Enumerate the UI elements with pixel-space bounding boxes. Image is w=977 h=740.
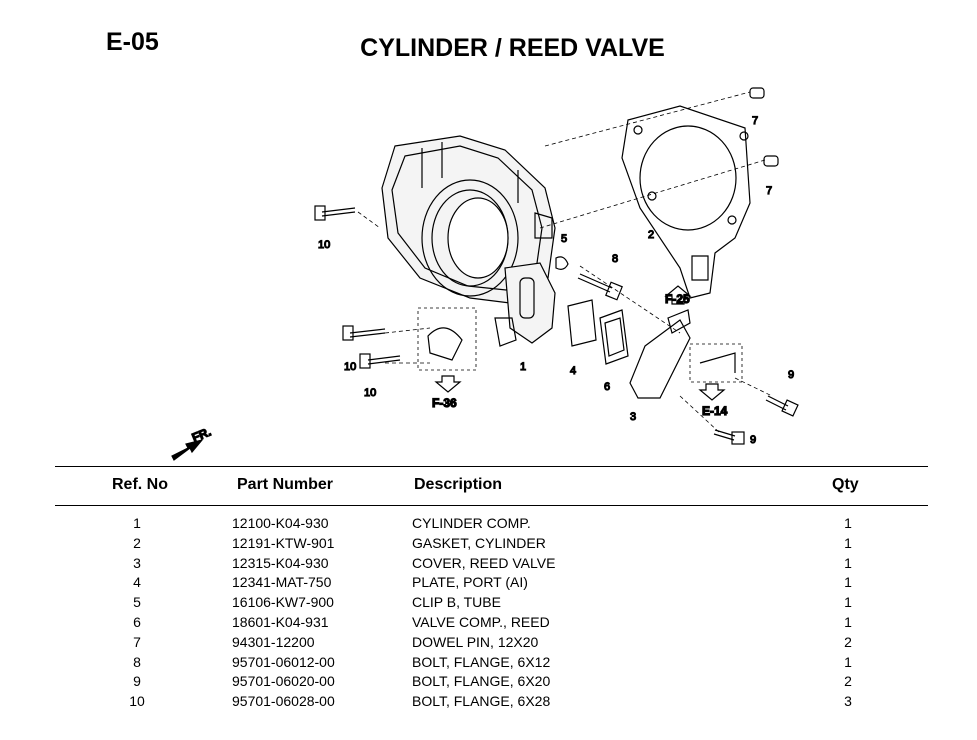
table-row: 2 12191-KTW-901 GASKET, CYLINDER 1 [0,535,977,555]
reed-valve-drawing [599,309,629,365]
callout-5: 5 [561,233,567,245]
page-title: CYLINDER / REED VALVE [360,34,665,62]
callout-3: 3 [630,411,636,423]
ref-f36: F-36 [432,396,457,410]
section-code: E-05 [106,28,159,56]
table-row: 5 16106-KW7-900 CLIP B, TUBE 1 [0,594,977,614]
cell-qty: 1 [844,594,852,611]
cell-ref: 4 [133,574,141,591]
cell-ref: 7 [133,633,141,650]
cell-ref: 5 [133,594,141,611]
callout-8: 8 [612,253,618,265]
cell-ref: 10 [129,693,145,710]
callout-1: 1 [520,361,526,373]
table-row: 10 95701-06028-00 BOLT, FLANGE, 6X28 3 [0,693,977,713]
cell-description: CYLINDER COMP. [412,515,531,531]
table-row: 4 12341-MAT-750 PLATE, PORT (AI) 1 [0,574,977,594]
table-row: 3 12315-K04-930 COVER, REED VALVE 1 [0,555,977,575]
cell-part-number: 94301-12200 [232,633,315,650]
cell-qty: 2 [844,673,852,690]
cell-part-number: 95701-06012-00 [232,653,335,670]
dowel-pins-drawing [749,87,779,167]
cell-description: COVER, REED VALVE [412,554,556,571]
bolt-drawings [314,205,799,445]
cell-ref: 6 [133,613,141,630]
callout-10-middle: 10 [344,361,356,373]
table-row: 8 95701-06012-00 BOLT, FLANGE, 6X12 1 [0,654,977,674]
exploded-parts-diagram: 10 5 8 1 4 6 3 2 7 7 9 9 10 10 F-25 F-36… [160,78,810,463]
callout-10-lower: 10 [364,387,376,399]
cell-description: PLATE, PORT (AI) [412,574,528,591]
col-header-qty: Qty [832,476,859,493]
front-direction-arrow [171,438,204,461]
table-row: 6 18601-K04-931 VALVE COMP., REED 1 [0,614,977,634]
cell-description: GASKET, CYLINDER [412,534,546,551]
cell-description: BOLT, FLANGE, 6X12 [412,653,551,670]
col-header-part-number: Part Number [237,476,334,493]
callout-7-upper: 7 [752,115,758,127]
table-row: 9 95701-06020-00 BOLT, FLANGE, 6X20 2 [0,673,977,693]
table-top-rule [55,466,928,467]
cell-ref: 9 [133,673,141,690]
callout-2: 2 [648,229,654,241]
callout-4: 4 [570,365,576,377]
ref-f25: F-25 [665,292,690,306]
cell-qty: 2 [844,633,852,650]
callout-9-right: 9 [788,369,794,381]
callout-6: 6 [604,381,610,393]
cell-qty: 1 [844,534,852,551]
callout-9-bottom: 9 [750,434,756,446]
table-row: 1 12100-K04-930 CYLINDER COMP. 1 [0,515,977,535]
cell-part-number: 18601-K04-931 [232,613,329,630]
cell-qty: 1 [844,574,852,591]
port-plate-drawing [567,299,597,347]
cell-part-number: 12100-K04-930 [232,515,329,531]
parts-table-body: 1 12100-K04-930 CYLINDER COMP. 1 2 12191… [0,515,977,713]
cell-description: DOWEL PIN, 12X20 [412,633,539,650]
cell-part-number: 12341-MAT-750 [232,574,332,591]
cell-part-number: 12191-KTW-901 [232,534,335,551]
col-header-description: Description [414,476,503,493]
cell-part-number: 12315-K04-930 [232,554,329,571]
cell-qty: 1 [844,653,852,670]
cell-description: BOLT, FLANGE, 6X28 [412,693,551,710]
clip-drawing [555,256,569,270]
cell-qty: 1 [844,515,852,531]
cell-qty: 3 [844,693,852,710]
cell-ref: 2 [133,534,141,551]
cell-description: CLIP B, TUBE [412,594,501,611]
cell-ref: 3 [133,554,141,571]
cell-description: BOLT, FLANGE, 6X20 [412,673,551,690]
cell-ref: 8 [133,653,141,670]
cylinder-drawing [381,135,556,347]
callout-7-lower: 7 [766,185,772,197]
cell-qty: 1 [844,613,852,630]
table-row: 7 94301-12200 DOWEL PIN, 12X20 2 [0,634,977,654]
table-header-rule [55,505,928,506]
cell-part-number: 95701-06020-00 [232,673,335,690]
front-direction-label: FR. [190,425,213,445]
cell-qty: 1 [844,554,852,571]
cell-part-number: 16106-KW7-900 [232,594,334,611]
ref-e14: E-14 [702,404,728,418]
cell-part-number: 95701-06028-00 [232,693,335,710]
reed-cover-drawing [629,319,691,399]
callout-10: 10 [318,239,330,251]
cell-description: VALVE COMP., REED [412,613,550,630]
col-header-ref: Ref. No [112,476,168,493]
gasket-drawing [621,105,751,299]
cell-ref: 1 [133,515,141,531]
